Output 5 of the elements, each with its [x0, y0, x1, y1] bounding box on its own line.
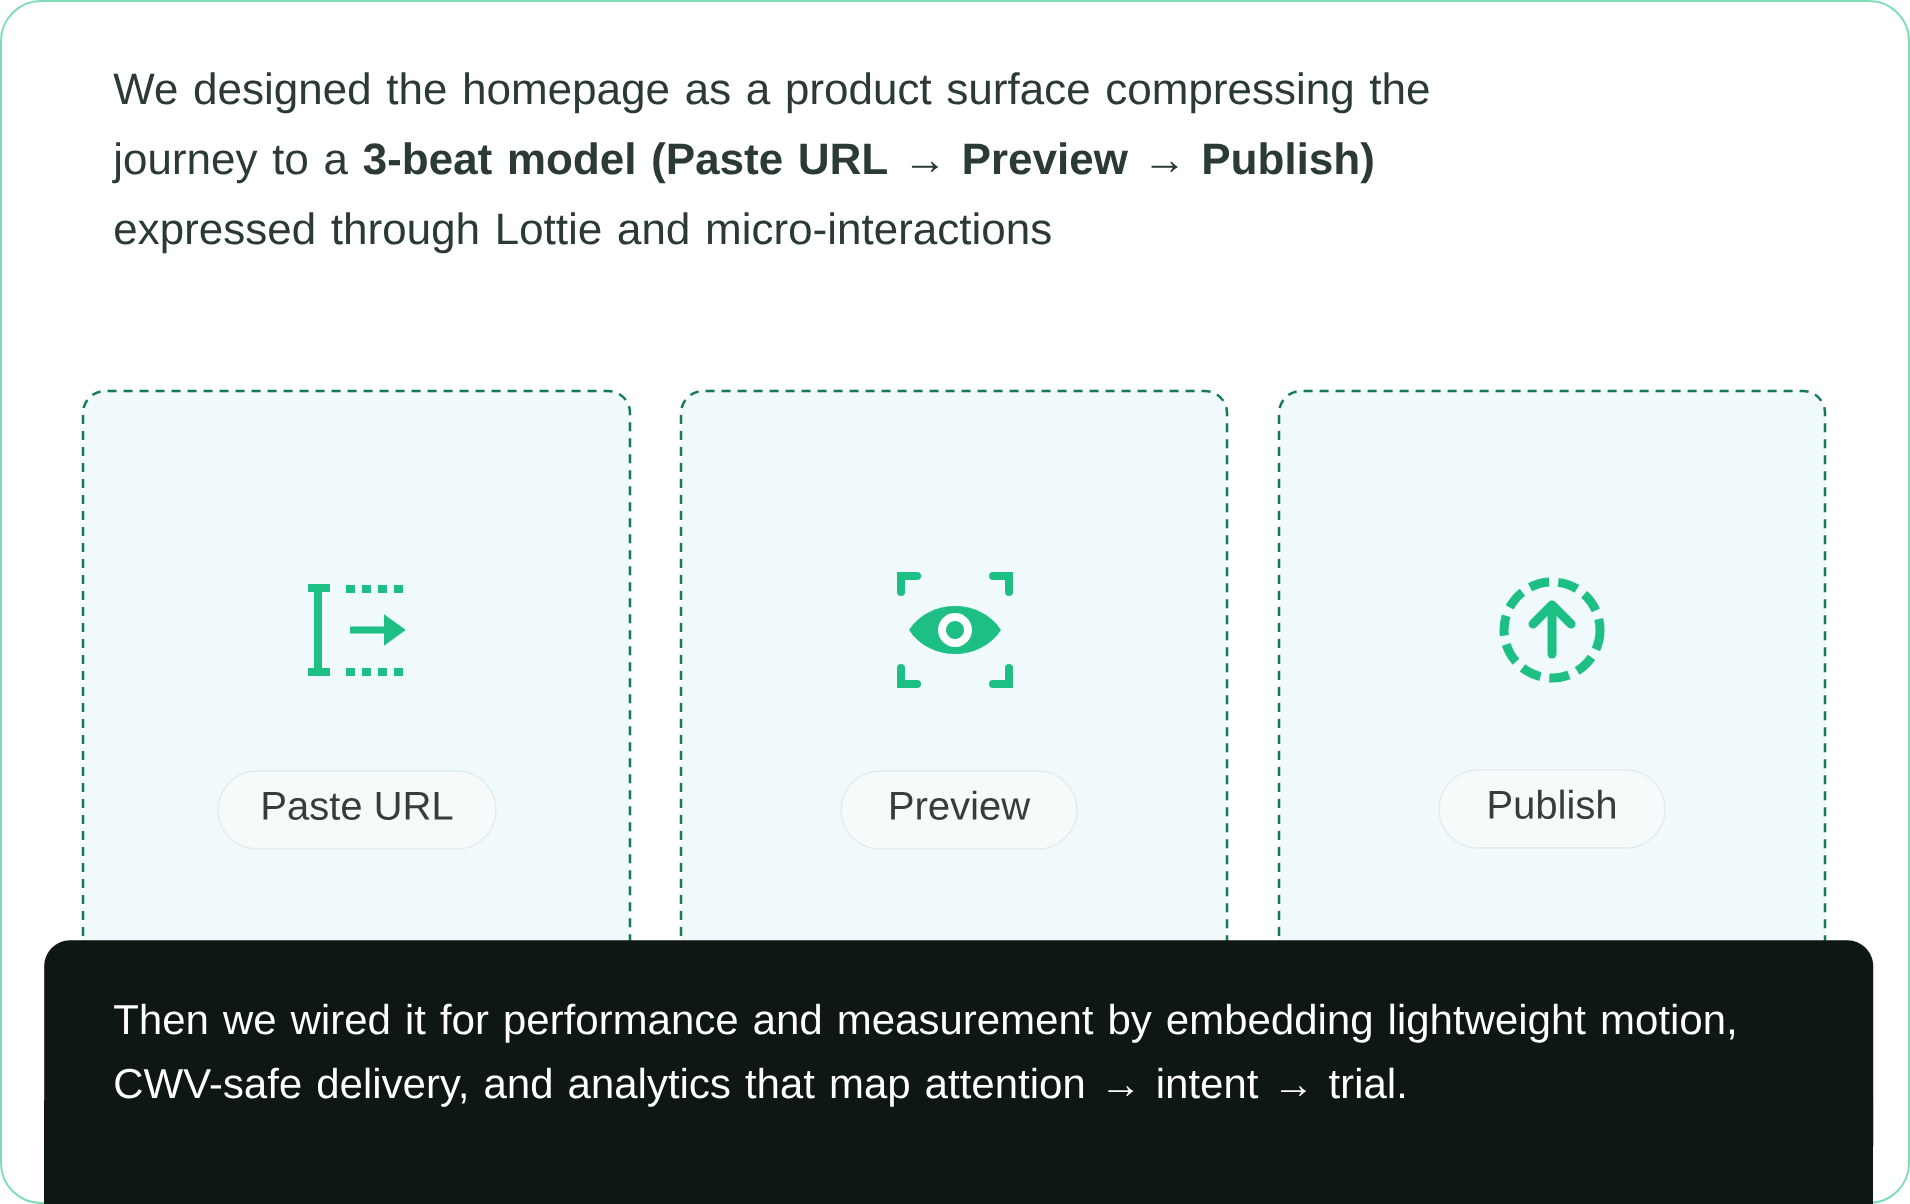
- step-pill: Publish: [1438, 769, 1666, 849]
- heading: We designed the homepage as a product surface compressing the journey to a 3-beat model (Paste URL → Preview → Publish) expressed through Lottie and micro-interactions: [112, 72, 1429, 254]
- step-pill: Paste URL: [217, 770, 497, 850]
- step-pill: Preview: [840, 770, 1078, 850]
- dark-panel: Then we wired it for performance and measurement by embedding lightweight motion, CWV-safe delivery, and analytics that map attention → intent → trial.: [44, 940, 1874, 1204]
